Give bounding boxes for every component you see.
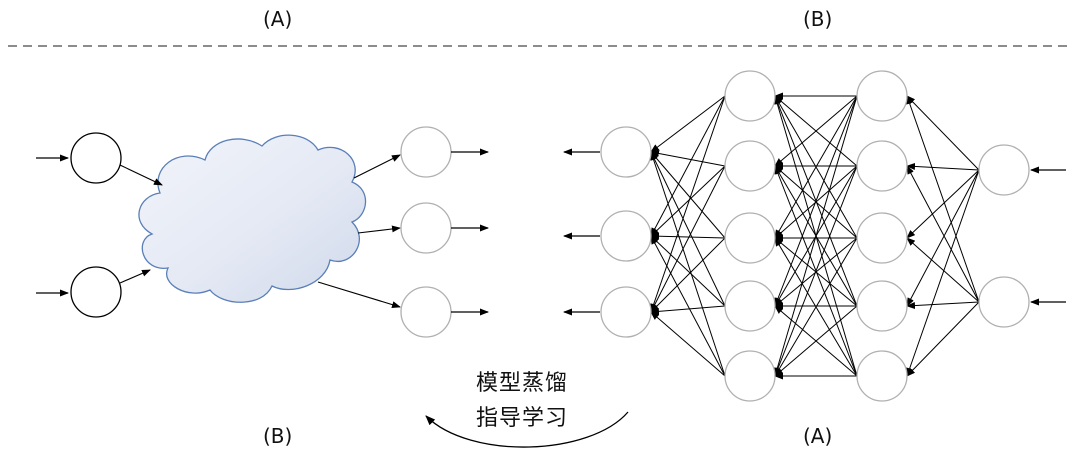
nn-edge-hidden2-3-hidden1-0 xyxy=(774,95,858,307)
input-node-1 xyxy=(70,132,122,184)
label-top-right: (B) xyxy=(803,7,833,31)
caption-line-1: 模型蒸馏 xyxy=(476,371,569,396)
nn-edge-hidden1-2-output-0 xyxy=(650,151,726,239)
nn-node-input-1 xyxy=(978,144,1030,196)
nn-node-hidden2-5 xyxy=(856,350,908,402)
nn-edge-hidden2-4-hidden1-0 xyxy=(773,95,858,377)
nn-node-hidden1-2 xyxy=(724,140,776,192)
black-box-cloud xyxy=(138,134,367,303)
nn-node-input-2 xyxy=(978,276,1030,328)
nn-edge-hidden1-4-output-0 xyxy=(650,151,726,377)
nn-edge-hidden1-1-output-1 xyxy=(650,165,726,237)
label-top-left: (A) xyxy=(263,7,293,31)
nn-node-hidden2-4 xyxy=(856,280,908,332)
nn-node-hidden2-3 xyxy=(856,212,908,264)
edge-in1-cloud xyxy=(119,164,163,186)
nn-edge-input-1-hidden2-4 xyxy=(906,301,980,377)
nn-edge-hidden2-2-hidden1-0 xyxy=(774,95,858,239)
nn-node-hidden1-5 xyxy=(724,350,776,402)
input-node-2 xyxy=(70,266,122,318)
nn-edge-hidden1-1-output-2 xyxy=(650,165,726,313)
nn-node-hidden1-3 xyxy=(724,212,776,264)
nn-node-hidden1-4 xyxy=(724,280,776,332)
nn-node-output-2 xyxy=(600,210,652,262)
nn-edge-hidden1-0-output-1 xyxy=(650,95,726,237)
edge-in2-cloud xyxy=(119,269,151,284)
cloud-output-node-2 xyxy=(400,202,452,254)
nn-edge-input-0-hidden2-2 xyxy=(906,169,980,239)
nn-edge-hidden2-1-hidden1-0 xyxy=(774,95,858,167)
label-bottom-right: (A) xyxy=(803,424,833,448)
nn-nodes xyxy=(563,70,1066,402)
edge-cloud-out3 xyxy=(317,281,401,309)
nn-edge-hidden1-3-output-2 xyxy=(650,305,726,315)
edge-cloud-out2 xyxy=(357,225,401,234)
nn-edge-input-1-hidden2-3 xyxy=(906,301,980,310)
nn-node-hidden2-1 xyxy=(856,70,908,122)
nn-edge-input-0-hidden2-0 xyxy=(906,95,980,171)
label-bottom-left: (B) xyxy=(263,424,293,448)
nn-node-hidden2-2 xyxy=(856,140,908,192)
nn-edge-hidden1-4-output-1 xyxy=(650,235,726,377)
cloud-output-node-3 xyxy=(400,286,452,338)
nn-edge-hidden1-2-output-1 xyxy=(650,232,726,240)
nn-node-output-3 xyxy=(600,286,652,338)
nn-edge-hidden1-4-output-2 xyxy=(650,311,726,377)
nn-edge-input-1-hidden2-2 xyxy=(906,237,980,303)
nn-edges xyxy=(650,92,980,380)
caption-line-2: 指导学习 xyxy=(476,406,569,431)
neural-network xyxy=(563,70,1066,402)
nn-edge-input-0-hidden2-3 xyxy=(906,169,980,307)
nn-edge-hidden2-4-hidden1-3 xyxy=(774,305,858,377)
nn-edge-hidden1-1-output-0 xyxy=(650,150,726,167)
nn-edge-hidden1-3-output-1 xyxy=(650,235,726,307)
nn-edge-hidden1-0-output-0 xyxy=(650,95,726,153)
nn-edge-input-0-hidden2-1 xyxy=(906,162,980,171)
nn-edge-hidden1-3-output-0 xyxy=(650,151,726,307)
nn-edge-hidden2-4-hidden1-1 xyxy=(774,165,858,377)
nn-node-output-1 xyxy=(600,126,652,178)
edge-cloud-out1 xyxy=(353,154,401,179)
nn-edge-hidden1-0-output-2 xyxy=(650,95,726,313)
nn-edge-hidden1-2-output-2 xyxy=(650,237,726,313)
nn-node-hidden1-1 xyxy=(724,70,776,122)
cloud-model xyxy=(36,126,489,338)
nn-edge-hidden2-4-hidden1-2 xyxy=(774,237,858,377)
nn-edge-input-0-hidden2-4 xyxy=(906,169,980,377)
cloud-output-node-1 xyxy=(400,126,452,178)
nn-edge-input-1-hidden2-0 xyxy=(906,95,980,303)
curved-arrow xyxy=(425,411,629,448)
nn-edge-input-1-hidden2-1 xyxy=(906,165,980,303)
